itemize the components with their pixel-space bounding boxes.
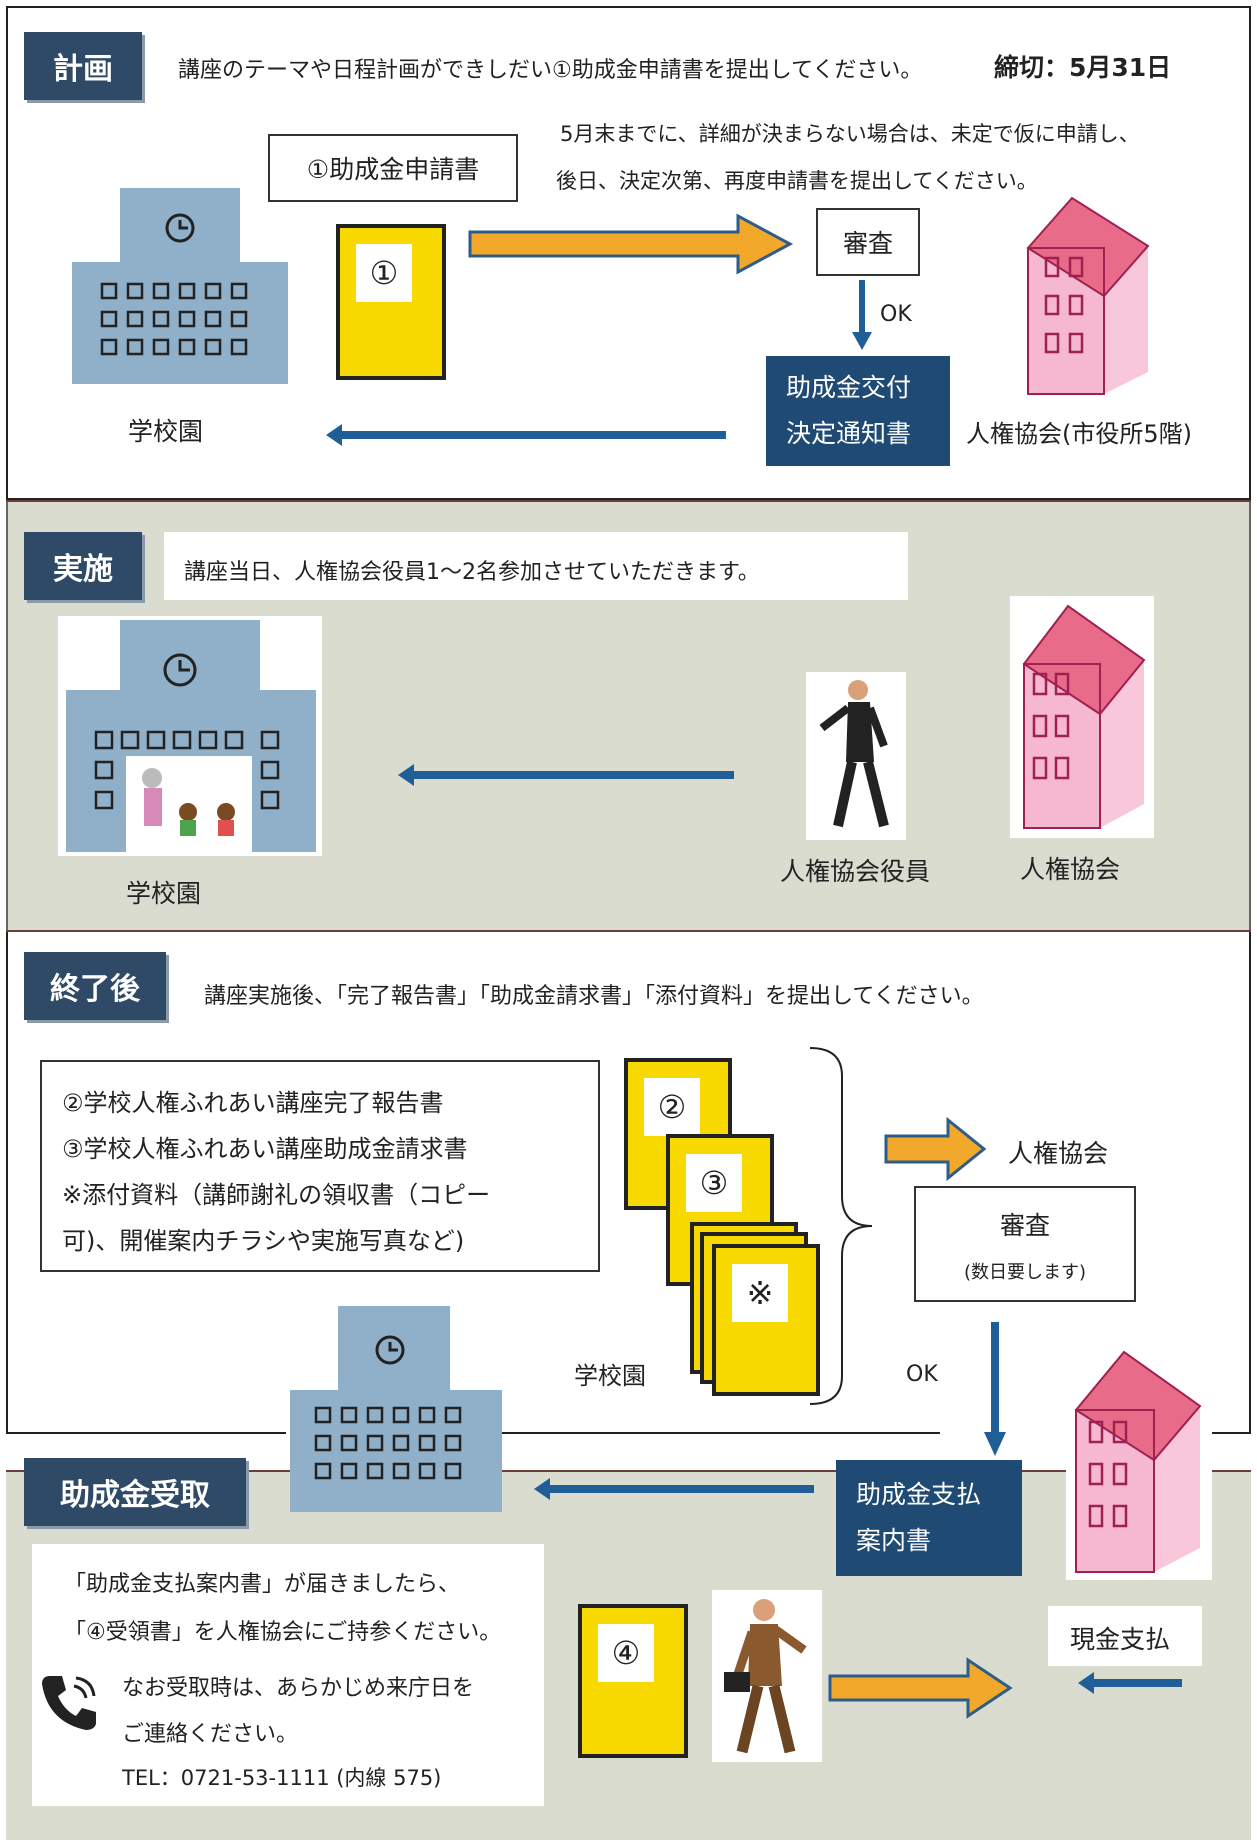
school-label: 学校園	[574, 1362, 646, 1390]
association-label: 人権協会(市役所5階)	[966, 420, 1192, 448]
document-number: ③	[686, 1154, 742, 1212]
blue-arrow-left	[1078, 1672, 1182, 1694]
cash-payment-label: 現金支払	[1070, 1625, 1171, 1654]
implement-header: 実施	[24, 532, 142, 600]
intro-background	[164, 532, 908, 600]
list-item: 可)、開催案内チラシや実施写真など)	[62, 1227, 465, 1255]
document-icon: ④	[578, 1604, 688, 1758]
document-number: ④	[598, 1624, 654, 1682]
school-label: 学校園	[126, 879, 202, 908]
receipt-text-background	[32, 1544, 544, 1806]
plan-intro: 講座のテーマや日程計画ができしだい①助成金申請書を提出してください。	[178, 58, 923, 83]
telephone-number: TEL：0721-53-1111 (内線 575)	[122, 1766, 442, 1790]
after-header: 終了後	[24, 952, 166, 1020]
school-building-icon	[72, 188, 288, 384]
receipt-header: 助成金受取	[24, 1458, 246, 1526]
receipt-text: なお受取時は、あらかじめ来庁日を	[122, 1676, 475, 1701]
orange-arrow-right	[468, 213, 794, 275]
plan-note: 5月末までに、詳細が決まらない場合は、未定で仮に申請し、	[560, 122, 1140, 146]
application-form-label: ①助成金申請書	[268, 134, 518, 202]
payment-notice: 助成金支払 案内書	[836, 1460, 1022, 1576]
notice-line: 助成金交付	[786, 373, 912, 402]
document-number: ②	[644, 1078, 700, 1136]
after-intro: 講座実施後、「完了報告書」「助成金請求書」「添付資料」を提出してください。	[204, 984, 984, 1009]
divider	[6, 930, 1251, 932]
list-item: ③学校人権ふれあい講座助成金請求書	[62, 1135, 468, 1163]
divider	[6, 500, 1251, 502]
receipt-text: ご連絡ください。	[122, 1722, 299, 1747]
receipt-text: 「助成金支払案内書」が届きましたら、	[64, 1572, 461, 1597]
review-label: 審査	[999, 1211, 1050, 1240]
officer-label: 人権協会役員	[780, 857, 931, 886]
document-icon: ※	[712, 1244, 820, 1396]
phone-icon	[42, 1676, 96, 1730]
blue-arrow-left	[398, 764, 734, 786]
plan-header: 計画	[24, 32, 142, 100]
grant-decision-notice: 助成金交付 決定通知書	[766, 356, 950, 466]
payment-line: 案内書	[856, 1526, 932, 1555]
association-label: 人権協会	[1020, 855, 1121, 884]
association-building-icon	[1074, 1350, 1202, 1573]
walking-person-icon	[724, 1599, 807, 1754]
bracket	[809, 1047, 873, 1405]
cash-label-background	[1048, 1606, 1202, 1666]
association-label: 人権協会	[1008, 1139, 1109, 1168]
review-box: 審査	[816, 208, 920, 276]
divider	[1210, 1432, 1251, 1434]
blue-arrow-left	[534, 1478, 814, 1500]
review-duration: (数日要します)	[963, 1262, 1087, 1283]
blue-arrow-down	[984, 1322, 1006, 1456]
submission-list: ②学校人権ふれあい講座完了報告書 ③学校人権ふれあい講座助成金請求書 ※添付資料…	[40, 1060, 600, 1272]
plan-note: 後日、決定次第、再度申請書を提出してください。	[556, 169, 1038, 193]
blue-arrow-left	[326, 424, 726, 446]
notice-line: 決定通知書	[786, 419, 912, 448]
ok-label: OK	[880, 302, 912, 327]
orange-arrow-right	[828, 1657, 1013, 1719]
implement-intro: 講座当日、人権協会役員1～2名参加させていただきます。	[184, 560, 760, 585]
association-building-icon	[1022, 604, 1146, 829]
association-building-icon	[1026, 196, 1150, 395]
walking-officer-icon	[819, 680, 889, 828]
divider	[6, 1470, 1251, 1472]
ok-label: OK	[906, 1362, 938, 1387]
school-building-icon	[290, 1306, 502, 1512]
deadline: 締切：5月31日	[994, 53, 1172, 82]
list-item: ②学校人権ふれあい講座完了報告書	[62, 1089, 444, 1117]
document-number: ①	[356, 244, 412, 302]
receipt-text: 「④受領書」を人権協会にご持参ください。	[64, 1620, 502, 1645]
divider	[6, 1432, 286, 1434]
document-number: ※	[732, 1264, 788, 1322]
list-item: ※添付資料（講師謝礼の領収書（コピー	[62, 1181, 491, 1209]
document-icon: ①	[336, 224, 446, 380]
review-box: 審査 (数日要します)	[914, 1186, 1136, 1302]
blue-arrow-down	[852, 280, 872, 350]
divider	[500, 1432, 940, 1434]
school-building-icon	[66, 620, 316, 852]
orange-arrow-right	[884, 1116, 987, 1182]
payment-line: 助成金支払	[856, 1480, 982, 1509]
school-label: 学校園	[128, 417, 204, 446]
